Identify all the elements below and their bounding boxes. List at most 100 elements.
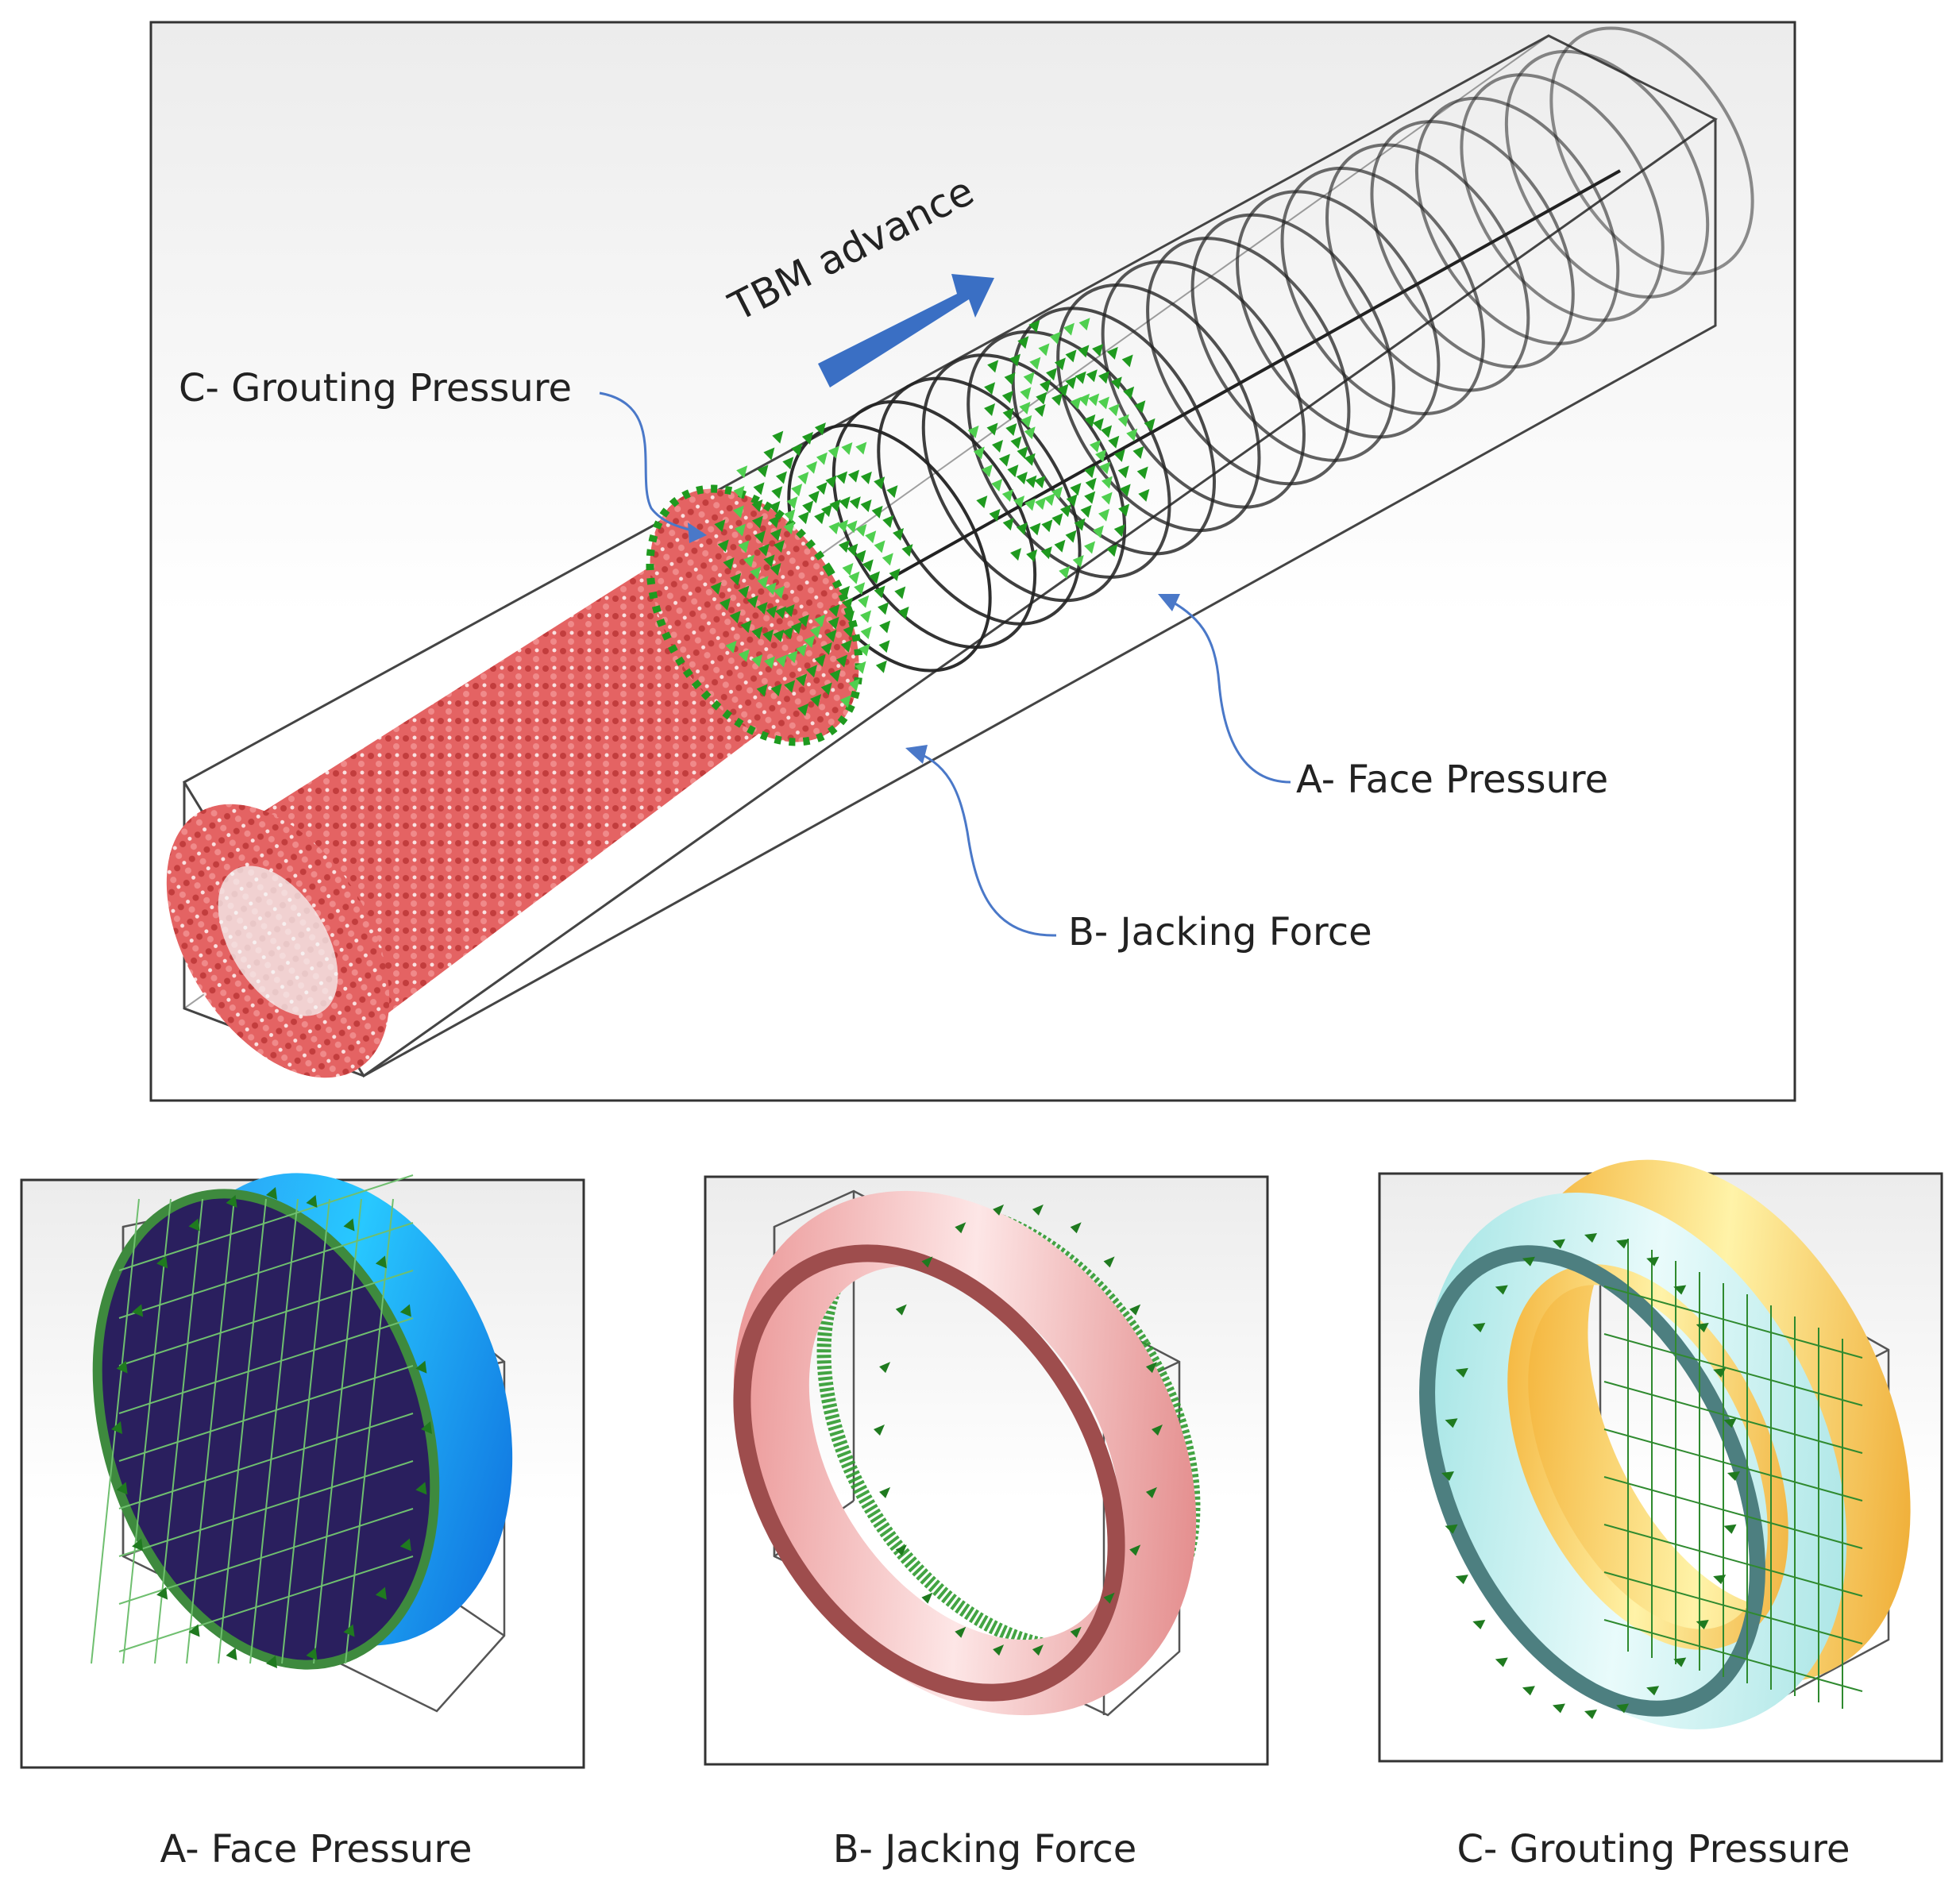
face-arrow [973,446,985,460]
callout-face-arrowhead [1158,594,1180,611]
grouting-arrow [753,482,765,495]
face-arrow [989,508,1001,522]
face-arrow [1059,504,1071,518]
grouting-arrow [840,639,852,653]
face-arrow [1099,461,1111,475]
grouting-arrow [839,695,851,708]
face-arrow [1063,322,1075,336]
grouting-arrow [854,582,866,596]
face-arrow [1065,376,1077,390]
face-arrow [1074,518,1086,531]
grouting-arrow [1445,1418,1458,1428]
grouting-arrow [751,626,763,639]
face-arrow [226,1195,237,1209]
face-arrow [375,1255,387,1269]
jacking-arrow [895,1304,907,1316]
grouting-arrow [855,549,866,563]
face-arrow [1065,530,1077,543]
grouting-arrow [784,509,796,522]
face-arrow [1029,522,1041,536]
face-arrow [1106,346,1118,360]
face-arrow [1059,565,1071,579]
grouting-arrow [1584,1233,1597,1243]
tunnel-ring [921,353,1127,603]
grouting-arrow [774,540,785,553]
face-arrow [1090,440,1101,453]
grouting-arrow [758,543,770,557]
grouting-arrow [806,665,817,678]
face-arrow [1009,353,1021,367]
face-mesh-line [122,1198,172,1664]
grouting-arrow [901,544,913,557]
grouting-arrow [723,557,735,571]
grouting-arrow [829,499,841,512]
tunnel-ring [1325,143,1530,392]
jacking-arrow [1032,1204,1044,1216]
face-arrow [1078,393,1090,407]
face-arrow [1070,483,1082,496]
face-arrow [1110,376,1122,390]
face-arrow [984,403,996,417]
grouting-arrow [782,626,794,640]
jacking-arrow [1070,1626,1082,1638]
face-mesh-line [154,1198,203,1664]
grouting-arrow [846,520,858,534]
face-arrow [1084,414,1096,427]
jacking-arrow [921,1592,933,1604]
grout-ring-inner-gold [1507,1264,1788,1650]
grouting-arrow [740,620,752,634]
face-arrow [226,1647,237,1660]
jacking-ring-front [733,1244,1125,1702]
grouting-arrow [860,499,872,513]
grouting-arrow [1495,1285,1508,1295]
grouting-arrow [796,643,808,657]
grouting-arrow [860,471,872,484]
face-mesh-line [218,1198,267,1664]
jacking-arrow [1145,1362,1157,1374]
grouting-arrow [828,445,839,459]
face-arrow [1138,488,1150,502]
face-arrow [992,440,1003,453]
face-arrow [1084,465,1096,479]
tunnel-ring [1011,306,1217,556]
main-panel: TBM advance C- Grouting Pressure A- Face… [149,21,1796,1102]
tunnel-ring [877,376,1082,626]
grouting-arrow [802,500,814,514]
grout-mesh [1603,1239,1863,1709]
grouting-arrow [806,461,817,474]
grouting-arrow [879,620,891,634]
grouting-arrow [848,571,860,584]
tunnel-ring [1101,260,1306,509]
grouting-arrow [734,523,746,537]
grouting-arrow [809,625,821,638]
detail-panel-face-pressure [20,1173,585,1769]
face-mesh-line [249,1198,299,1664]
grouting-arrow [1522,1256,1535,1266]
jacking-arrow [955,1222,966,1234]
grouting-arrow [838,585,850,599]
face-arrow [1051,486,1063,499]
face-arrow [984,382,996,395]
grouting-arrow [797,472,809,485]
face-arrow [415,1360,427,1374]
tunnel-ring [1190,213,1395,462]
face-arrow [1054,357,1066,371]
grouting-arrow [814,422,826,436]
face-arrow [156,1255,168,1269]
face-arrow [1036,391,1048,405]
face-arrow [1113,449,1125,462]
grouting-arrow [814,653,826,667]
grouting-arrow [801,431,813,445]
grouting-arrow [810,694,822,707]
grout-mesh-line [1603,1476,1863,1549]
face-arrow [1016,472,1028,485]
grouting-arrow [862,559,874,572]
grouting-arrow [797,703,809,716]
grouting-arrow [847,469,859,483]
face-arrow [1001,489,1013,503]
face-arrow [1113,524,1125,538]
grouting-arrow [1646,1686,1660,1696]
grouting-arrow [762,629,774,642]
face-arrow [1136,466,1148,480]
face-arrow [343,1624,355,1637]
